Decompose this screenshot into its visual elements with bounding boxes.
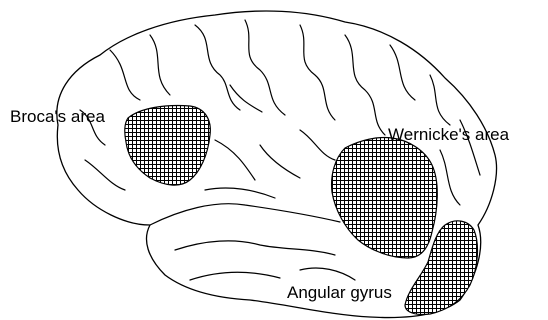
angular-gyrus-label: Angular gyrus	[287, 283, 392, 302]
wernicke-area-label: Wernicke's area	[388, 125, 510, 144]
broca-area-label: Broca's area	[10, 107, 105, 126]
